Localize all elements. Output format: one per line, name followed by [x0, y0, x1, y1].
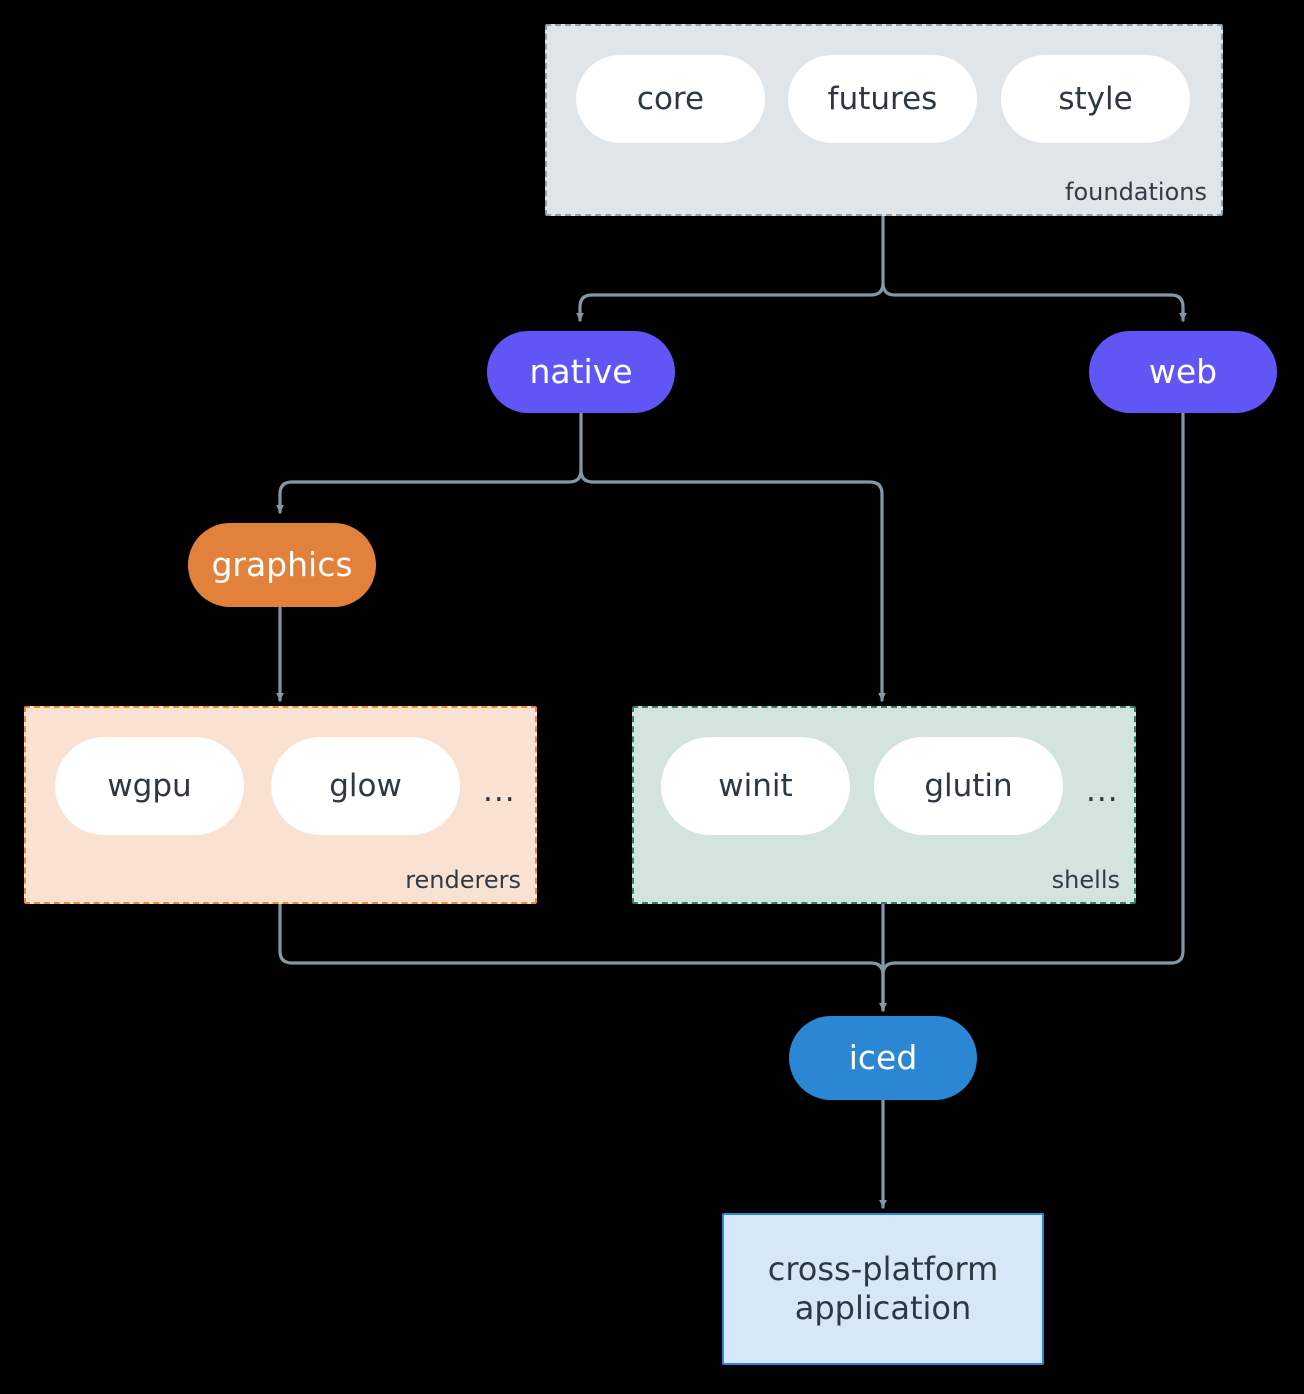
node-winit-label: winit: [718, 768, 793, 804]
node-glow-label: glow: [329, 768, 402, 804]
edge-native-to-graphics: [276, 410, 583, 514]
node-style-label: style: [1058, 81, 1133, 117]
node-glutin[interactable]: glutin: [874, 737, 1063, 835]
cluster-foundations-label: foundations: [1065, 178, 1207, 206]
edge-foundations-trunk: [576, 214, 885, 322]
node-graphics[interactable]: graphics: [188, 523, 376, 607]
cluster-shells: winit glutin ... shells: [632, 706, 1136, 904]
node-native-label: native: [529, 351, 633, 391]
node-web-label: web: [1148, 351, 1218, 391]
node-cross-platform-application[interactable]: cross-platform application: [722, 1213, 1044, 1365]
node-iced-label: iced: [848, 1037, 918, 1077]
node-futures-label: futures: [827, 81, 938, 117]
shells-overflow-ellipsis: ...: [1086, 773, 1119, 809]
node-core[interactable]: core: [576, 55, 765, 143]
application-label-line2: application: [794, 1289, 972, 1327]
node-native[interactable]: native: [487, 331, 675, 413]
node-core-label: core: [636, 81, 705, 117]
node-wgpu[interactable]: wgpu: [55, 737, 244, 835]
application-label-line1: cross-platform: [767, 1249, 999, 1288]
cluster-renderers-label: renderers: [405, 866, 521, 894]
cluster-renderers: wgpu glow ... renderers: [24, 706, 537, 904]
node-glutin-label: glutin: [924, 768, 1013, 804]
node-wgpu-label: wgpu: [107, 768, 192, 804]
node-web[interactable]: web: [1089, 331, 1277, 413]
cluster-shells-label: shells: [1051, 866, 1120, 894]
edge-native-to-shells: [579, 468, 886, 702]
edge-foundations-to-web: [881, 281, 1187, 322]
node-glow[interactable]: glow: [271, 737, 460, 835]
cluster-foundations: core futures style foundations: [545, 24, 1223, 216]
node-iced[interactable]: iced: [789, 1016, 977, 1100]
edge-renderers-to-iced: [278, 901, 887, 1012]
node-futures[interactable]: futures: [788, 55, 977, 143]
renderers-overflow-ellipsis: ...: [483, 773, 516, 809]
node-graphics-label: graphics: [211, 544, 353, 584]
node-style[interactable]: style: [1001, 55, 1190, 143]
node-winit[interactable]: winit: [661, 737, 850, 835]
